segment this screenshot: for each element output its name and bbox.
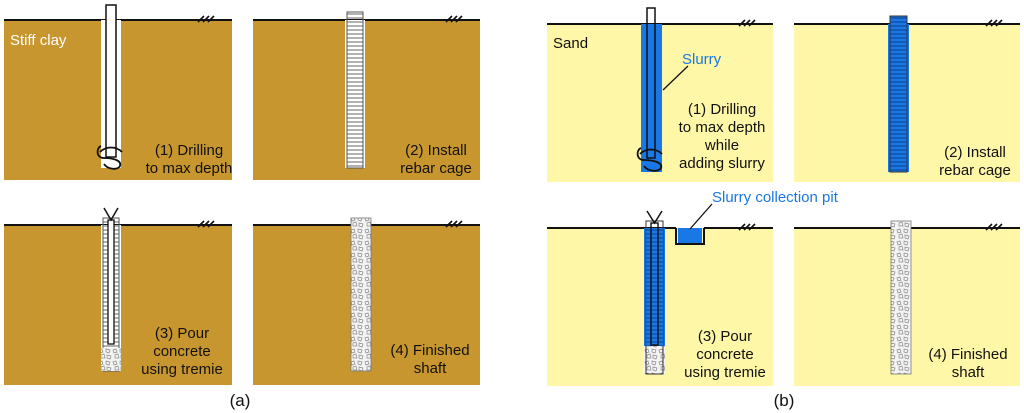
- step-label-line: (2) Install: [944, 144, 1006, 161]
- tremie-funnel-icon: [646, 210, 663, 225]
- step-label-line: (1) Drilling: [155, 142, 223, 159]
- slurry-leader-line: [662, 65, 689, 91]
- step-label-line: to max depth: [679, 119, 766, 136]
- step-label-line: shaft: [952, 364, 985, 381]
- soil-label: Sand: [553, 35, 588, 52]
- step-label-line: concrete: [696, 346, 754, 363]
- caption-b: (b): [774, 391, 795, 410]
- ground-hatch-icon: [985, 19, 1003, 27]
- rebar-cage: [346, 11, 364, 169]
- step-label-line: rebar cage: [939, 162, 1011, 179]
- ground-hatch-icon: [445, 15, 463, 23]
- soil-label: Stiff clay: [10, 32, 67, 49]
- pit-label: Slurry collection pit: [712, 189, 839, 206]
- step-label-line: adding slurry: [679, 155, 765, 172]
- rebar-hoops: [646, 228, 663, 346]
- step-label-line: (3) Pour: [155, 325, 209, 342]
- fresh-concrete: [101, 348, 121, 371]
- caption-a: (a): [230, 391, 251, 410]
- step-label-line: (1) Drilling: [688, 101, 756, 118]
- step-label-line: to max depth: [146, 160, 233, 177]
- ground-hatch-icon: [985, 223, 1003, 231]
- concrete-shaft: [350, 217, 372, 372]
- step-label-line: rebar cage: [400, 160, 472, 177]
- kelly-bar: [646, 7, 656, 159]
- auger-icon: [636, 147, 663, 172]
- tremie-pipe: [107, 219, 115, 345]
- pit-leader-line: [689, 203, 713, 230]
- ground-hatch-icon: [445, 220, 463, 228]
- ground-hatch-icon: [738, 19, 756, 27]
- ground-hatch-icon: [197, 220, 215, 228]
- step-label-line: while: [704, 137, 739, 154]
- slurry-collection-pit: [678, 228, 702, 243]
- rebar-cage: [889, 15, 908, 173]
- step-label-line: concrete: [153, 343, 211, 360]
- step-label-line: (4) Finished: [928, 346, 1007, 363]
- step-label-line: using tremie: [141, 361, 223, 378]
- auger-icon: [96, 145, 123, 170]
- step-label-line: (4) Finished: [390, 342, 469, 359]
- soil-block: [253, 20, 480, 180]
- step-label-line: (3) Pour: [698, 328, 752, 345]
- step-label-line: (2) Install: [405, 142, 467, 159]
- pit-outline: [675, 228, 705, 245]
- concrete-shaft: [890, 220, 912, 375]
- slurry-label: Slurry: [682, 51, 722, 68]
- step-label-line: shaft: [414, 360, 447, 377]
- ground-hatch-icon: [197, 15, 215, 23]
- kelly-bar: [105, 4, 117, 158]
- step-label-line: using tremie: [684, 364, 766, 381]
- fresh-concrete: [644, 346, 665, 374]
- ground-hatch-icon: [738, 223, 756, 231]
- tremie-funnel-icon: [103, 207, 119, 222]
